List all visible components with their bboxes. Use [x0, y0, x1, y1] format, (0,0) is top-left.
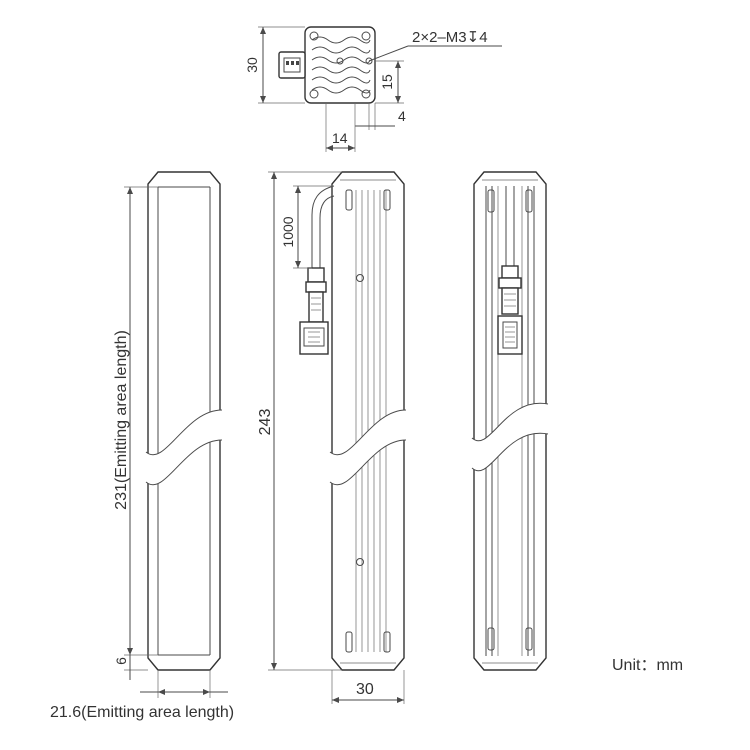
break-line-icon [471, 402, 549, 472]
screw-hole-icon [361, 89, 371, 99]
break-line-icon [145, 409, 223, 486]
connector-icon [278, 51, 306, 79]
cable-length-dim: 1000 [280, 216, 296, 247]
screw-hole-icon [365, 57, 373, 65]
thread-callout: 2×2–M3↧4 [412, 29, 488, 46]
emitting-length-label: 231(Emitting area length) [113, 330, 130, 510]
top-view: 30 2×2–M3↧4 15 4 14 [244, 26, 502, 152]
edge-dim: 4 [398, 108, 406, 124]
screw-hole-icon [309, 31, 319, 41]
hole-offset-dim: 15 [379, 74, 395, 90]
screw-hole-icon [356, 558, 364, 566]
cable [311, 185, 335, 268]
screw-hole-icon [336, 57, 344, 65]
connector-icon [299, 267, 329, 355]
side-view: 1000 243 30 [257, 171, 407, 704]
end-dim: 6 [113, 657, 129, 665]
top-view-heatsink [311, 36, 371, 94]
screw-hole-icon [356, 274, 364, 282]
total-length-dim: 243 [257, 409, 274, 436]
screw-hole-icon [361, 31, 371, 41]
front-view: 231(Emitting area length) 6 21.6(Emittin… [50, 171, 234, 721]
break-line-icon [329, 409, 407, 486]
side-width-dim: 30 [356, 681, 374, 698]
width-label: 21.6(Emitting area length) [50, 704, 234, 721]
top-height-dim: 30 [244, 57, 260, 73]
back-view [471, 171, 549, 671]
hole-spacing-dim: 14 [332, 130, 348, 146]
connector-icon [497, 265, 523, 355]
screw-hole-icon [309, 89, 319, 99]
unit-label: Unit：mm [612, 657, 684, 674]
